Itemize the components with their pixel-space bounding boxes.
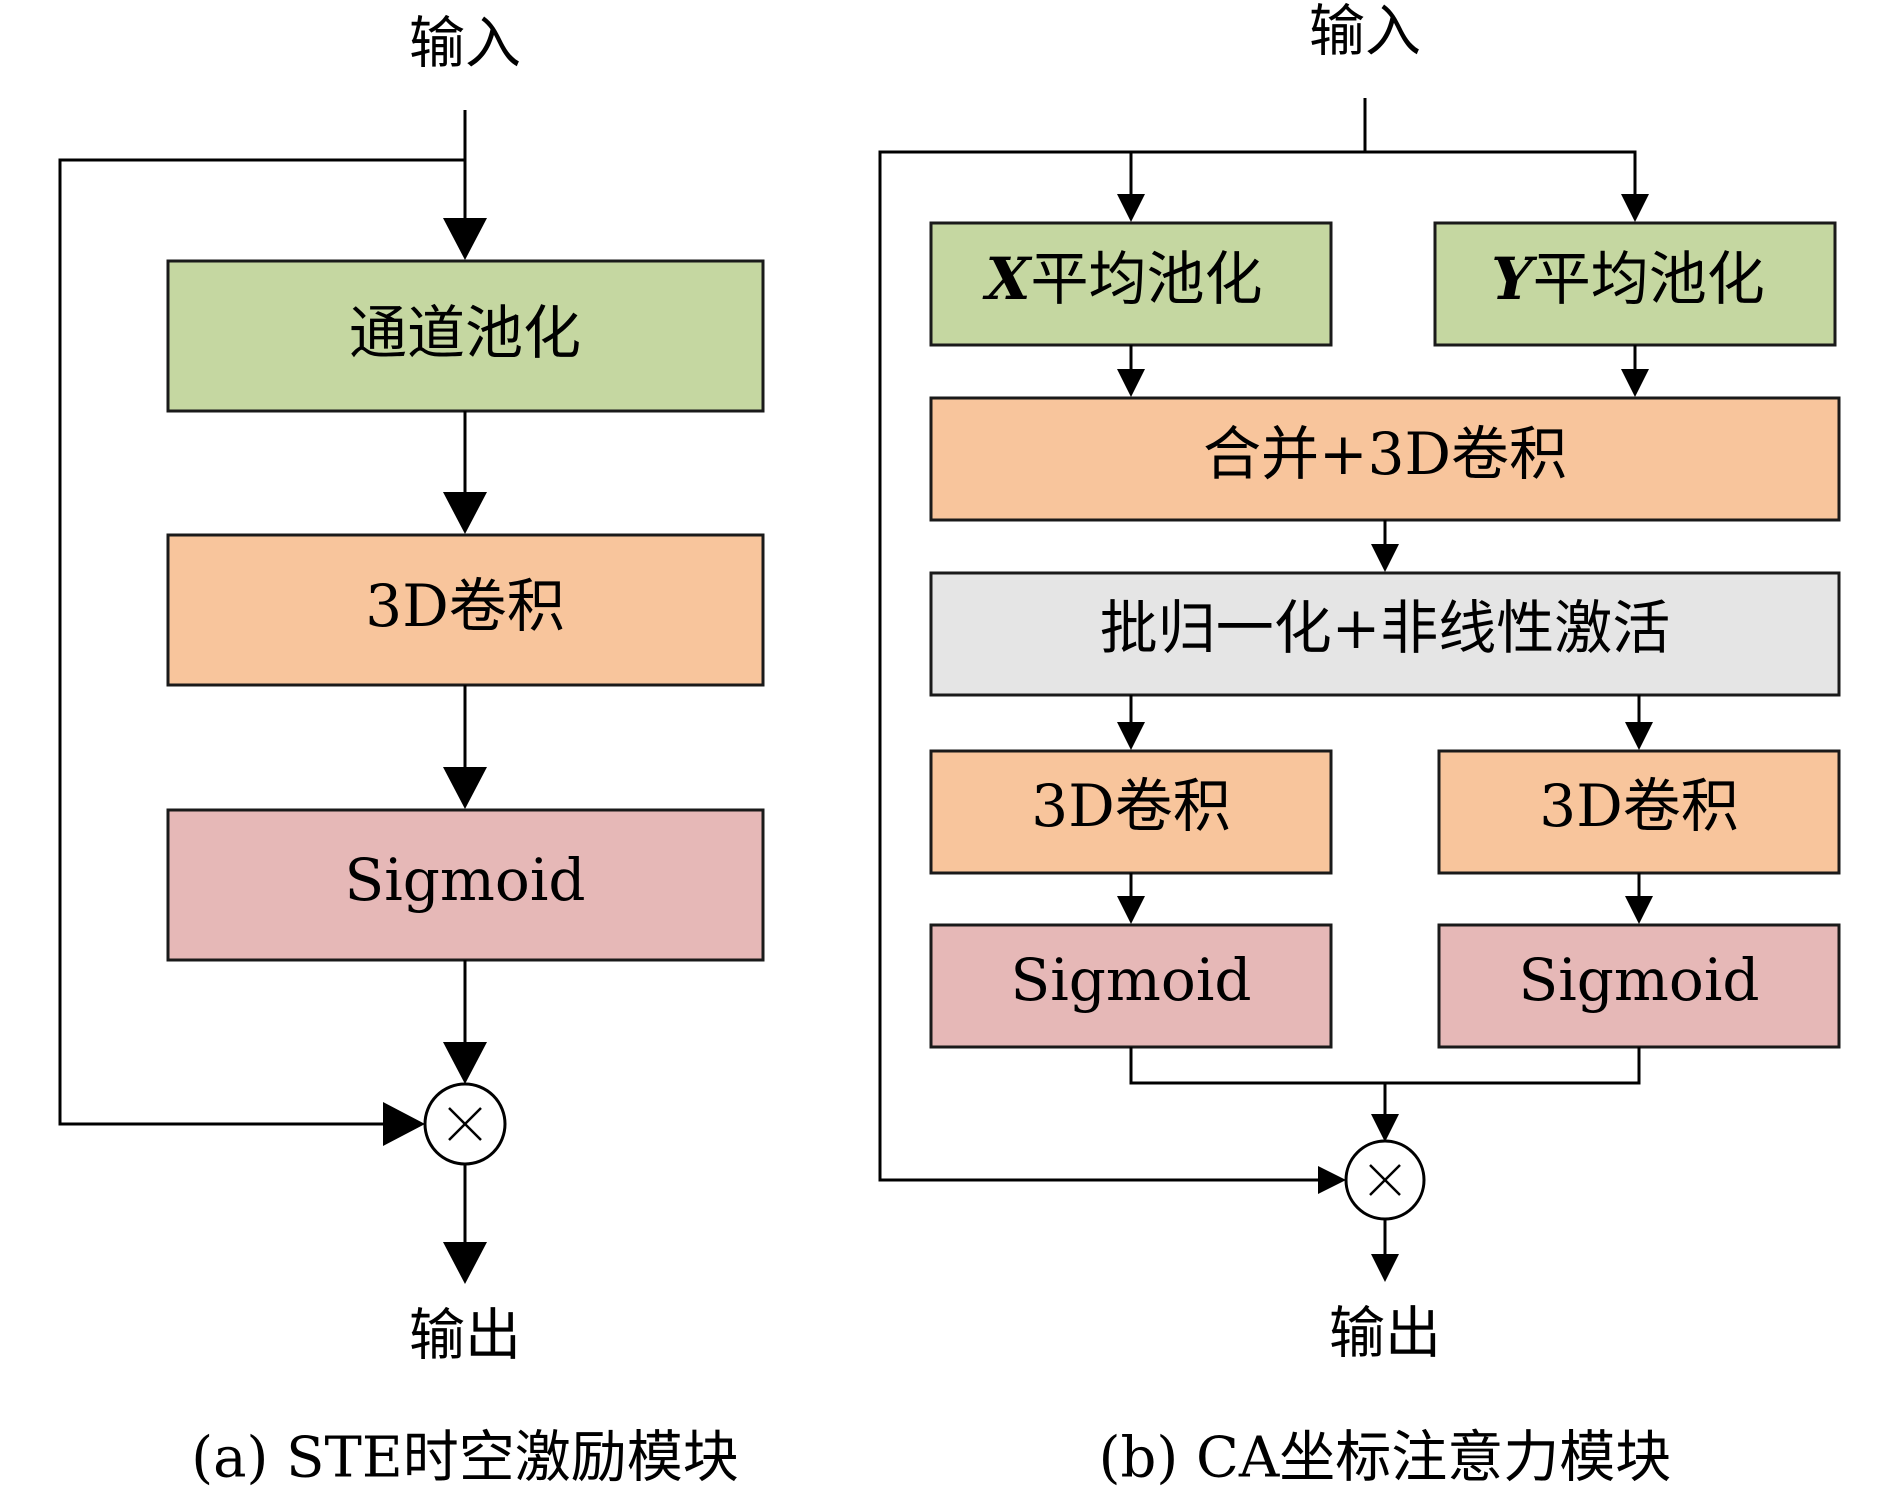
- panel-b-merge-conv-box: [929, 396, 1841, 522]
- panel-b-multiply-sign-b: [1369, 1164, 1401, 1196]
- panel-b-conv3d-left-label: 3D卷积: [1031, 772, 1230, 840]
- panel-a-caption: (a) STE时空激励模块: [191, 1426, 738, 1491]
- panel-b-x-pool-label: X平均池化: [981, 245, 1262, 313]
- panel-b-arrow-skip-into-multiply: [1318, 1166, 1346, 1194]
- panel-b-arrow-into-y-pool: [1621, 194, 1649, 222]
- panel-b-split-and-skip-line: [878, 150, 1637, 1182]
- panel-b-arrow-into-conv-right: [1625, 722, 1653, 750]
- panel-a-arrow-into-conv: [443, 492, 487, 534]
- panel-b-conv3d-right-label: 3D卷积: [1539, 772, 1738, 840]
- panel-b-arrow-into-sigmoid-left: [1117, 896, 1145, 924]
- panel-b-x-pool-box: [929, 221, 1333, 347]
- panel-b-merge-conv-label: 合并+3D卷积: [1203, 420, 1567, 488]
- panel-a-skip-connection: [58, 158, 465, 1126]
- panel-a-arrow-to-output: [443, 1242, 487, 1284]
- panel-b-caption: (b) CA坐标注意力模块: [1099, 1426, 1672, 1491]
- panel-a-output-label: 输出: [409, 1304, 521, 1369]
- panel-b-x-pool-var: X: [981, 245, 1032, 313]
- panel-b-y-pool-text: 平均池化: [1533, 245, 1765, 313]
- panel-b-output-label: 输出: [1329, 1302, 1441, 1367]
- panel-b: 输入 X平均池化 Y平均池化 合并+3D卷积 批归一化+非线性激活: [878, 0, 1841, 1491]
- panel-b-arrow-into-conv-left: [1117, 722, 1145, 750]
- panel-b-x-pool-text: 平均池化: [1031, 245, 1263, 313]
- panel-b-bn-activation-label: 批归一化+非线性激活: [1100, 594, 1671, 662]
- panel-b-arrow-into-x-pool: [1117, 194, 1145, 222]
- panel-b-arrow-into-multiply: [1371, 1114, 1399, 1142]
- panel-a-sigmoid-label: Sigmoid: [344, 846, 585, 914]
- panel-a: 输入 通道池化 3D卷积 Sigmoid 输出: [58, 12, 765, 1491]
- panel-a-arrow-into-multiply: [443, 1042, 487, 1084]
- panel-b-arrow-x-into-merge: [1117, 369, 1145, 397]
- panel-a-input-label: 输入: [409, 12, 521, 77]
- panel-a-arrow-into-sigmoid: [443, 767, 487, 809]
- panel-b-sigmoid-join-line: [1129, 1047, 1641, 1085]
- panel-b-input-label: 输入: [1309, 0, 1421, 65]
- panel-a-channel-pooling-box: [166, 259, 765, 413]
- panel-a-multiply-sign-b: [448, 1107, 482, 1141]
- panel-a-conv3d-box: [166, 533, 765, 687]
- panel-b-bn-activation-box: [929, 571, 1841, 697]
- panel-b-sigmoid-left-label: Sigmoid: [1010, 946, 1251, 1014]
- panel-a-arrow-skip-into-multiply: [383, 1102, 425, 1146]
- panel-a-sigmoid-box: [166, 808, 765, 962]
- panel-b-sigmoid-left-box: [929, 923, 1333, 1049]
- panel-b-arrow-to-output: [1371, 1254, 1399, 1282]
- panel-b-arrow-into-bn: [1371, 544, 1399, 572]
- panel-b-sigmoid-right-label: Sigmoid: [1518, 946, 1759, 1014]
- panel-b-y-pool-var: Y: [1491, 245, 1538, 313]
- panel-b-arrow-into-sigmoid-right: [1625, 896, 1653, 924]
- panel-a-arrow-into-pooling: [443, 218, 487, 260]
- panel-b-conv3d-right-box: [1437, 749, 1841, 875]
- panel-a-conv3d-label: 3D卷积: [365, 572, 564, 640]
- panel-b-conv3d-left-box: [929, 749, 1333, 875]
- panel-b-sigmoid-right-box: [1437, 923, 1841, 1049]
- panel-b-arrow-y-into-merge: [1621, 369, 1649, 397]
- panel-a-channel-pooling-label: 通道池化: [349, 299, 581, 367]
- panel-b-y-pool-label: Y平均池化: [1491, 245, 1764, 313]
